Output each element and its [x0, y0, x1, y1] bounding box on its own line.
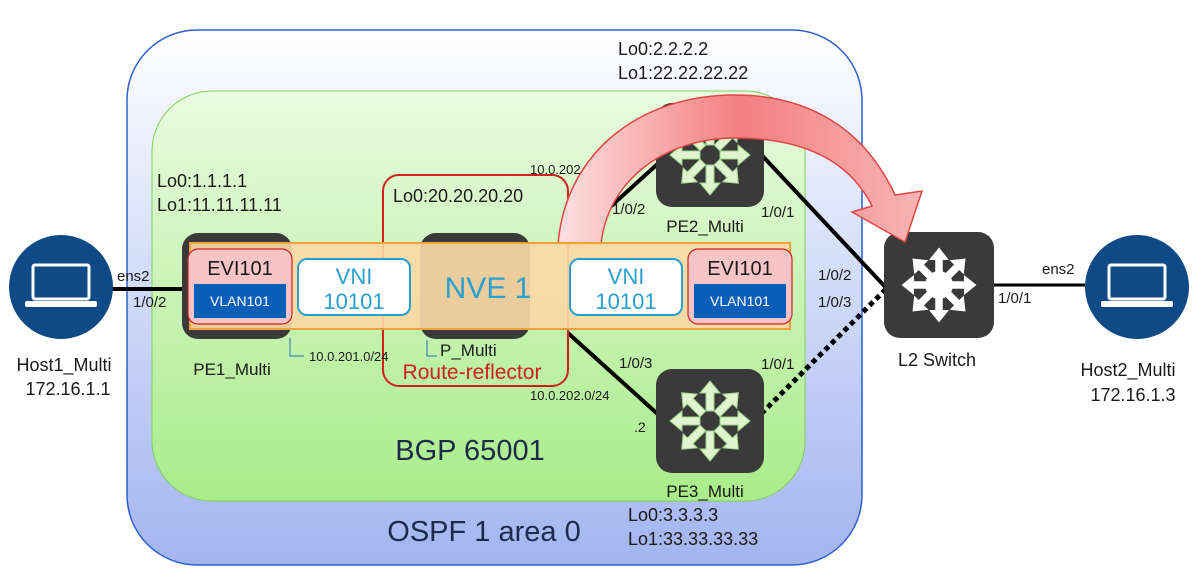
route-reflector-label: Route-reflector: [403, 361, 542, 384]
vlan-right-box: [694, 284, 786, 318]
l2-switch-icon: [884, 231, 994, 339]
vni-left-box: [297, 258, 411, 316]
subnet-201-label: 10.0.201.0/24: [309, 349, 389, 364]
host1-ens2-label: ens2: [117, 268, 150, 285]
sw-port-2-label: 1/0/2: [818, 267, 851, 284]
pe2-name: PE2_Multi: [666, 217, 743, 236]
pe3-lo0: Lo0:3.3.3.3: [628, 505, 718, 525]
l2switch-name: L2 Switch: [898, 350, 976, 370]
vni-right-line1: VNI: [608, 264, 645, 289]
evi-left-label: EVI101: [207, 258, 273, 280]
vni-left-line1: VNI: [336, 264, 373, 289]
subnet-202-top-label: 10.0.202: [530, 162, 581, 177]
pe3-lo1: Lo1:33.33.33.33: [628, 529, 758, 549]
host2-ens2-label: ens2: [1042, 261, 1075, 278]
pe1-lo0: Lo0:1.1.1.1: [157, 171, 247, 191]
p-bracket: [426, 340, 437, 357]
host1-ip: 172.16.1.1: [25, 379, 110, 399]
pe1-name: PE1_Multi: [193, 360, 270, 379]
pe3-router-icon: [652, 363, 768, 479]
pe3-name: PE3_Multi: [666, 482, 743, 501]
host2-name: Host2_Multi: [1080, 360, 1175, 381]
vlan-left-label: VLAN101: [210, 293, 270, 309]
link-pe2-switch: [753, 146, 892, 294]
host2-ip: 172.16.1.3: [1090, 385, 1175, 405]
pe2-lo0: Lo0:2.2.2.2: [618, 39, 708, 59]
pe2-to-sw-port-label: 1/0/1: [761, 204, 794, 221]
pe3-addr-label: .2: [634, 419, 646, 435]
host1-laptop-icon: [9, 235, 113, 339]
p-lo0: Lo0:20.20.20.20: [393, 186, 523, 206]
pe1-lo1: Lo1:11.11.11.11: [157, 195, 282, 215]
ospf-label: OSPF 1 area 0: [387, 516, 580, 548]
vni-right-line2: 10101: [595, 289, 656, 314]
pe1-port-label: 1/0/2: [133, 294, 166, 311]
vni-left-line2: 10101: [323, 289, 384, 314]
sw-port-1-label: 1/0/1: [998, 290, 1031, 307]
link-pe3-switch: [753, 283, 892, 422]
route-reflector-arrow: [557, 94, 924, 245]
sw-port-3-label: 1/0/3: [818, 294, 851, 311]
p-to-pe2-port-label: 1/0/2: [612, 201, 645, 218]
vni-right-box: [569, 258, 683, 316]
nve-label: NVE 1: [445, 272, 532, 305]
p-to-pe3-port-label: 1/0/3: [619, 355, 652, 372]
subnet-202-bottom-label: 10.0.202.0/24: [530, 388, 610, 403]
subnet-201-bracket: [289, 338, 304, 357]
host2-laptop-icon: [1085, 235, 1189, 339]
vlan-left-box: [194, 284, 286, 318]
pe2-lo1: Lo1:22.22.22.22: [618, 63, 748, 83]
vlan-right-label: VLAN101: [710, 293, 770, 309]
bgp-label: BGP 65001: [395, 435, 544, 467]
pe3-to-sw-port-label: 1/0/1: [761, 356, 794, 373]
evi-right-label: EVI101: [707, 258, 773, 280]
link-p-pe3: [566, 331, 664, 420]
p-name: P_Multi: [440, 341, 497, 360]
host1-name: Host1_Multi: [16, 355, 111, 376]
